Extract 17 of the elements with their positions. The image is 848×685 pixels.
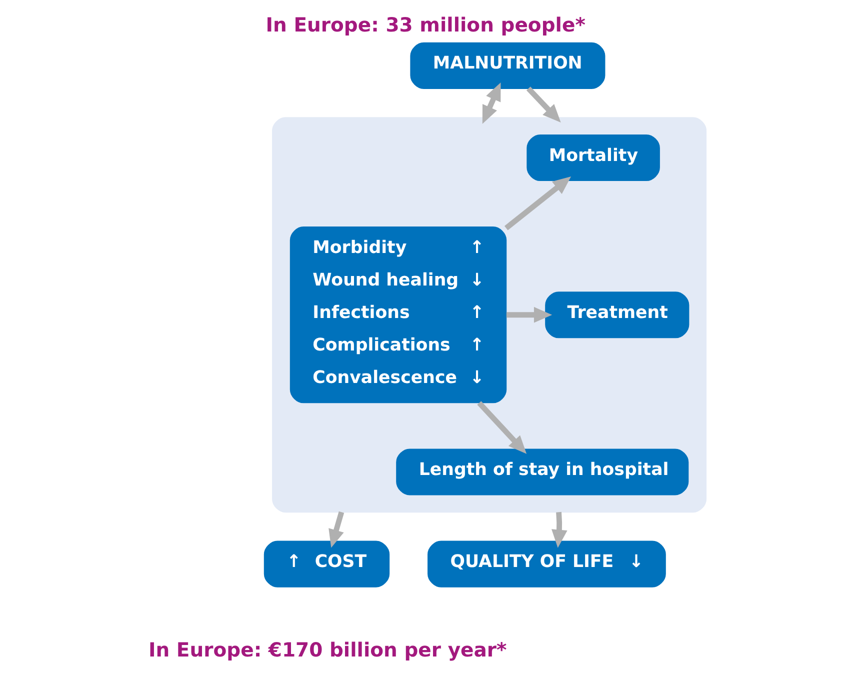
node-box: MALNUTRITION [410, 42, 606, 89]
diagram-title: In Europe: 33 million people* [266, 13, 586, 36]
node-box: ↑ COST [264, 540, 390, 588]
cluster [272, 117, 707, 513]
node-box: QUALITY OF LIFE ↓ [428, 540, 666, 588]
node-box: Length of stay in hospital [396, 448, 689, 496]
arrow [504, 176, 572, 230]
arrow [477, 401, 527, 454]
arrow [552, 512, 568, 548]
node-box: Mortality [526, 134, 660, 182]
node-box: Morbidity ↑ Wound healing ↓ Infections ↑ Complications ↑ Convalescence ↓ [290, 226, 507, 404]
arrow [526, 86, 561, 123]
arrow [482, 82, 501, 124]
node-box: Treatment [545, 292, 690, 338]
caption: In Europe: €170 billion per year* [148, 638, 507, 662]
arrow [506, 306, 552, 323]
arrow [328, 511, 344, 548]
